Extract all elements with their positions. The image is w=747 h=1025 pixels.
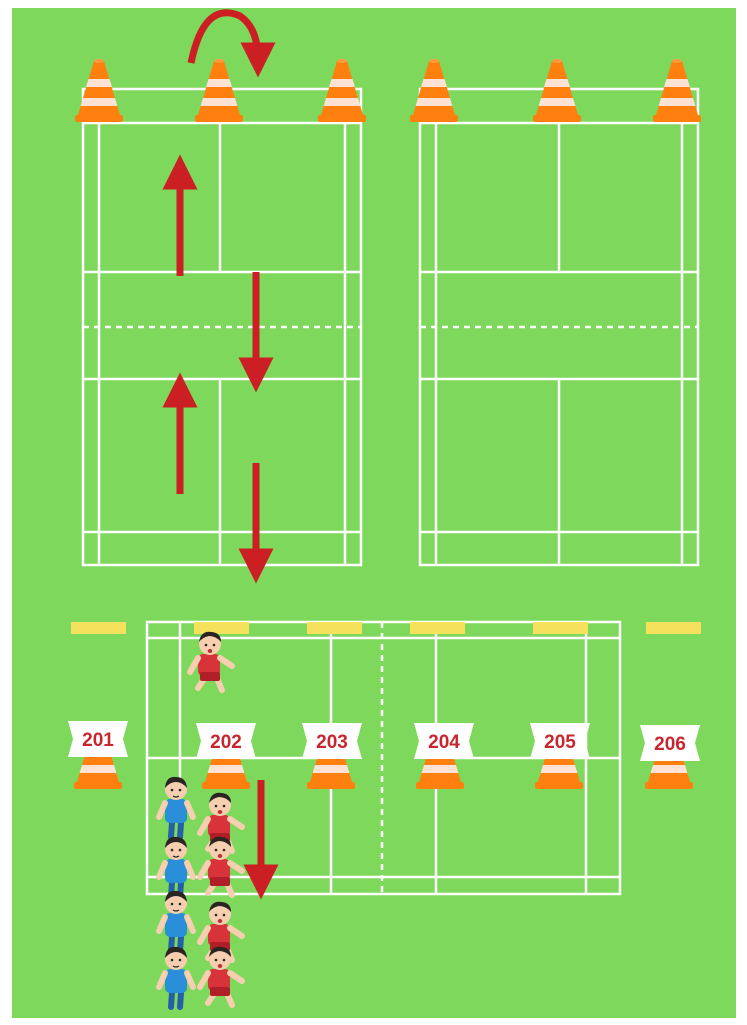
station-label: 206 [654, 734, 686, 755]
station-banner-201: 201 [68, 721, 128, 757]
marker [71, 622, 126, 634]
station-label: 201 [82, 730, 114, 751]
station-label: 202 [210, 732, 242, 753]
marker [646, 622, 701, 634]
marker [194, 622, 249, 634]
station-banner-206: 206 [640, 725, 700, 761]
station-label: 203 [316, 732, 348, 753]
station-banner-202: 202 [196, 723, 256, 759]
station-banner-203: 203 [302, 723, 362, 759]
station-label: 204 [428, 732, 460, 753]
marker [410, 622, 465, 634]
marker [533, 622, 588, 634]
marker [307, 622, 362, 634]
grass-field [12, 8, 736, 1018]
station-banner-204: 204 [414, 723, 474, 759]
station-label: 205 [544, 732, 576, 753]
station-banner-205: 205 [530, 723, 590, 759]
